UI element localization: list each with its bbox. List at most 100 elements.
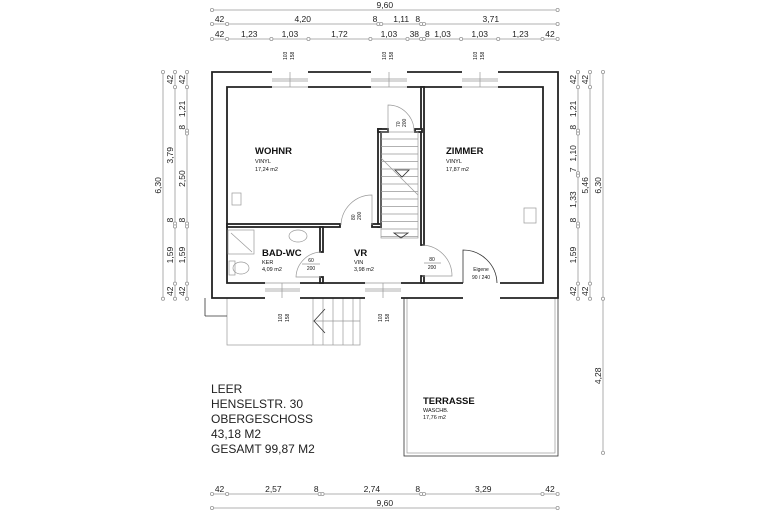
dimension-label: 7 xyxy=(568,167,578,172)
door-height: 200 xyxy=(428,265,437,271)
window-width: 103 xyxy=(382,51,388,60)
dimension-label: 42 xyxy=(215,14,225,24)
dimension-label: 1,59 xyxy=(177,247,187,264)
dimension-label: 1,03 xyxy=(282,29,299,39)
dimension-label: 1,23 xyxy=(512,29,529,39)
dimension-label: 8 xyxy=(165,218,175,223)
door-width: 70 xyxy=(396,121,402,127)
dimension-tick xyxy=(601,70,606,75)
dimension-tick xyxy=(172,296,177,301)
dimension-label: 9,60 xyxy=(377,498,394,508)
dimension-tick xyxy=(422,37,427,42)
room-floor: VINYL xyxy=(446,159,462,165)
dimension-label: 42 xyxy=(568,286,578,296)
room-zimmer: ZIMMER VINYL 17,87 m2 xyxy=(446,146,484,173)
dimension-label: 8 xyxy=(314,484,319,494)
room-name: TERRASSE xyxy=(423,396,475,407)
window-height: 158 xyxy=(290,51,296,60)
room-name: BAD-WC xyxy=(262,248,302,259)
dimension-label: 42 xyxy=(545,484,555,494)
room-name: VR xyxy=(354,248,367,259)
dimension-tick xyxy=(172,224,177,229)
room-floor: KER xyxy=(262,260,273,266)
room-area: 3,98 m2 xyxy=(354,267,374,273)
room-area: 17,24 m2 xyxy=(255,167,278,173)
dimension-label: 1,21 xyxy=(177,100,187,117)
info-line: LEER xyxy=(211,382,243,396)
dimension-tick xyxy=(172,281,177,286)
dimension-label: 1,21 xyxy=(568,100,578,117)
dimension-tick xyxy=(576,224,581,229)
door-label: Eigene xyxy=(473,267,489,273)
dimension-tick xyxy=(496,37,501,42)
dimension-tick xyxy=(422,491,427,496)
dimension-tick xyxy=(172,85,177,90)
door-height: 200 xyxy=(402,118,408,127)
dimension-label: 42 xyxy=(215,29,225,39)
dimension-tick xyxy=(209,491,214,496)
dimension-label: 42 xyxy=(177,75,187,85)
dimension-tick xyxy=(225,21,230,26)
dimension-tick xyxy=(269,37,274,42)
door-width: 80 xyxy=(351,214,357,220)
room-floor: VIN xyxy=(354,260,363,266)
dimension-tick xyxy=(588,296,593,301)
dimension-tick xyxy=(209,21,214,26)
dimension-chain-left: 6,30 xyxy=(153,70,165,301)
dimension-tick xyxy=(184,224,189,229)
dimension-tick xyxy=(320,491,325,496)
dimension-tick xyxy=(555,37,560,42)
window-bad: 103 158 xyxy=(265,282,300,322)
door-height: 200 xyxy=(307,266,316,272)
dimension-label: 1,23 xyxy=(241,29,258,39)
dimension-tick xyxy=(576,173,581,178)
toilet-tank-icon xyxy=(228,260,236,276)
dimension-tick xyxy=(184,85,189,90)
dimension-label: 6,30 xyxy=(153,177,163,194)
dimension-tick xyxy=(588,70,593,75)
dimension-tick xyxy=(555,21,560,26)
dimension-label: 1,03 xyxy=(471,29,488,39)
window-stair: 103 158 xyxy=(371,51,407,88)
room-area: 17,87 m2 xyxy=(446,167,469,173)
window-zimmer: 103 158 xyxy=(462,51,498,88)
room-name: ZIMMER xyxy=(446,146,484,157)
dimension-chain-right: 6,304,28 xyxy=(593,70,606,455)
dimension-label: 8 xyxy=(373,14,378,24)
fixtures xyxy=(227,192,537,276)
dimension-label: 42 xyxy=(545,29,555,39)
dimension-label: 1,03 xyxy=(381,29,398,39)
dimension-tick xyxy=(540,37,545,42)
dimension-label: 38 xyxy=(410,29,420,39)
dimension-label: 42 xyxy=(215,484,225,494)
room-name: WOHNR xyxy=(255,146,292,157)
dimension-chain-bottom: 9,60 xyxy=(209,498,560,510)
sink-icon xyxy=(288,229,308,243)
dimension-label: 2,50 xyxy=(177,170,187,187)
window-width: 103 xyxy=(473,51,479,60)
dimension-chain-top: 9,60 xyxy=(209,0,560,12)
dimension-tick xyxy=(405,37,410,42)
dimension-tick xyxy=(379,21,384,26)
stair-arrow-icon xyxy=(313,308,326,334)
room-terrasse: TERRASSE WASCHB. 17,76 m2 xyxy=(423,396,475,421)
dimension-tick xyxy=(160,70,165,75)
door-width: 80 xyxy=(429,257,435,263)
dimension-label: 1,03 xyxy=(434,29,451,39)
info-line: OBERGESCHOSS xyxy=(211,412,313,426)
window-height: 158 xyxy=(389,51,395,60)
door-wohnr: 80 200 xyxy=(340,194,373,226)
dimension-label: 8 xyxy=(568,218,578,223)
window-height: 158 xyxy=(285,313,291,322)
dimension-tick xyxy=(160,296,165,301)
dimension-tick xyxy=(588,85,593,90)
room-wohnr: WOHNR VINYL 17,24 m2 xyxy=(255,146,292,173)
dimension-tick xyxy=(576,70,581,75)
dimension-label: 9,60 xyxy=(377,0,394,10)
door-zimmer: 80 200 xyxy=(421,244,453,277)
